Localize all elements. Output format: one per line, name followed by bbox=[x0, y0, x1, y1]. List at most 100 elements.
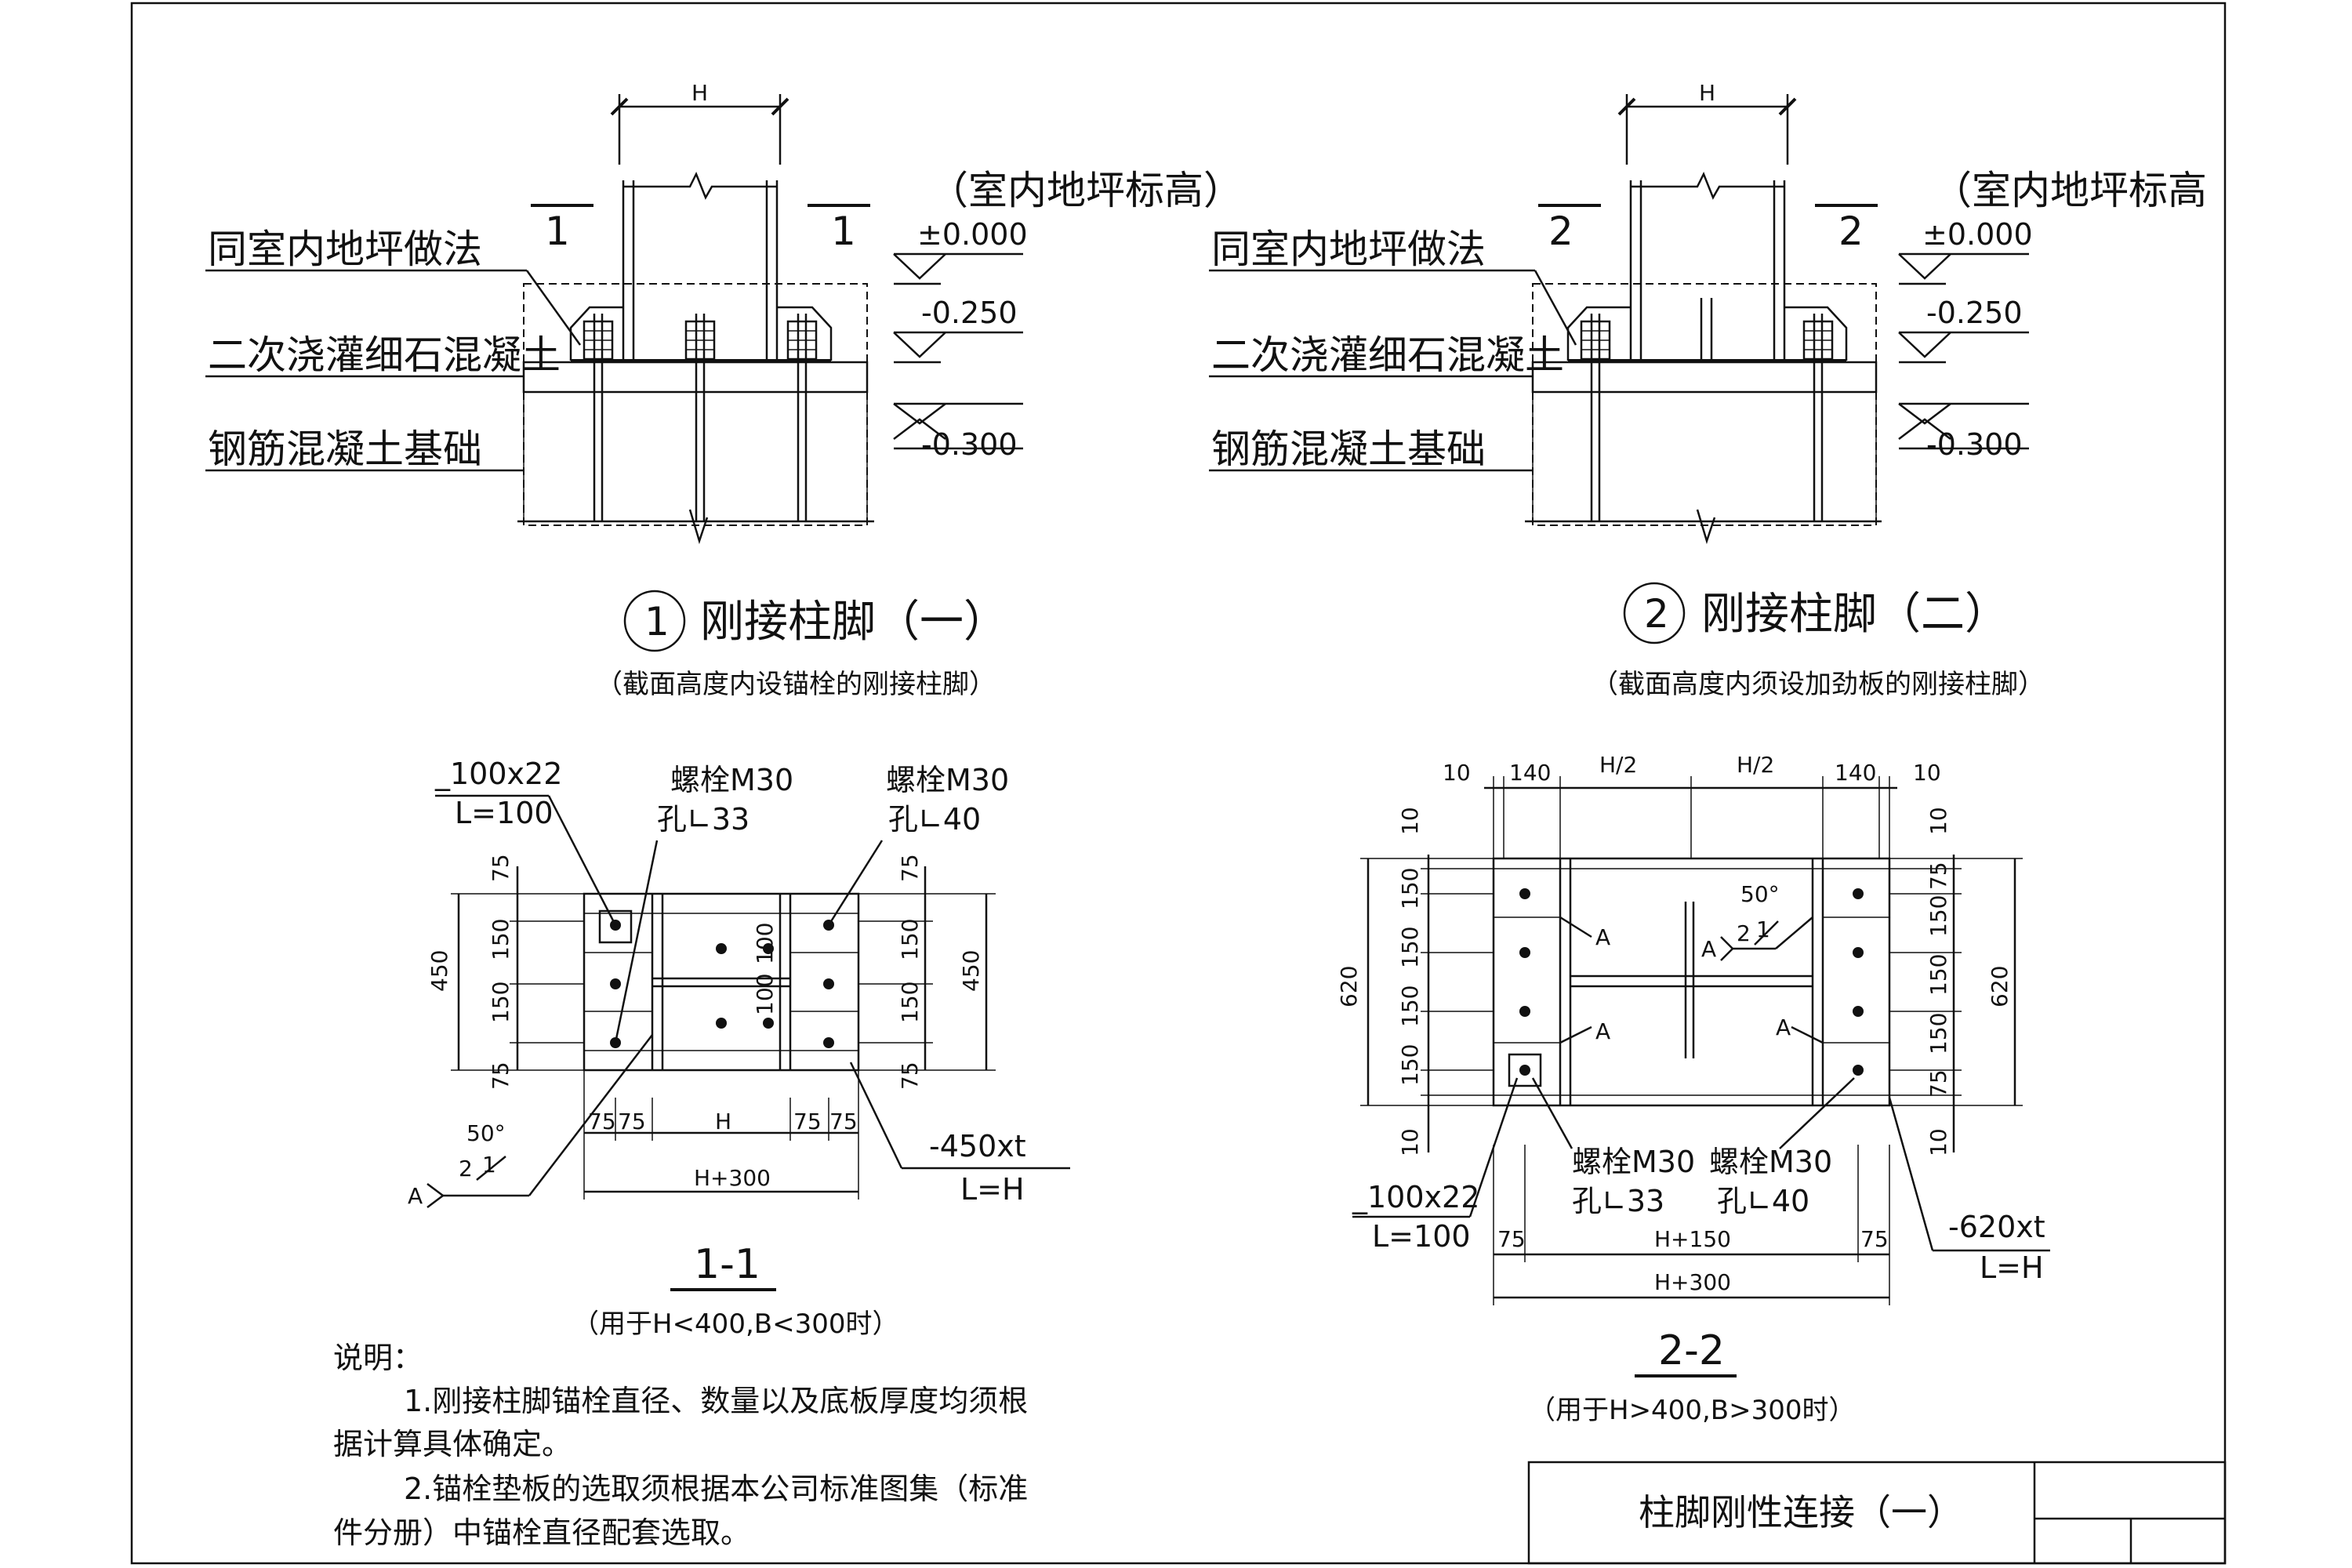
svg-text:1: 1 bbox=[482, 1152, 496, 1178]
svg-text:75: 75 bbox=[897, 854, 923, 882]
plate-length: L=H bbox=[960, 1172, 1025, 1207]
washer-plate bbox=[598, 909, 633, 944]
detail-subtitle: （截面高度内设锚栓的刚接柱脚） bbox=[596, 669, 996, 700]
svg-text:75: 75 bbox=[1860, 1226, 1889, 1252]
anchor-bolt-center bbox=[684, 314, 716, 521]
bolt-a-label: 螺栓M30 bbox=[1572, 1145, 1695, 1179]
elev-0: ±0.000 bbox=[1922, 217, 2033, 252]
title-block: 柱脚刚性连接（一） bbox=[1527, 1461, 2227, 1565]
svg-text:150: 150 bbox=[488, 982, 514, 1023]
dim-h: H bbox=[1699, 80, 1715, 106]
label-grout: 二次浇灌细石混凝土 bbox=[208, 332, 561, 378]
section-1-1-plan: 450 75 150 150 75 75 150 150 75 450 100 … bbox=[408, 757, 1070, 1340]
svg-text:150: 150 bbox=[1397, 927, 1423, 968]
svg-text:150: 150 bbox=[1926, 1013, 1951, 1054]
section-note: （用于H<400,B<300时） bbox=[572, 1308, 898, 1340]
label-foundation: 钢筋混凝土基础 bbox=[1211, 426, 1486, 472]
plate-length: L=H bbox=[1980, 1250, 2044, 1285]
svg-text:A: A bbox=[1776, 1014, 1791, 1040]
label-grout: 二次浇灌细石混凝土 bbox=[1211, 332, 1564, 378]
svg-text:10: 10 bbox=[1926, 807, 1951, 835]
detail-number-circle bbox=[1623, 582, 1686, 644]
elev-1: -0.250 bbox=[1926, 296, 2023, 330]
svg-text:140: 140 bbox=[1835, 760, 1876, 786]
weld-angle: 50° bbox=[1740, 881, 1780, 907]
svg-text:150: 150 bbox=[1926, 954, 1951, 996]
svg-text:H/2: H/2 bbox=[1737, 752, 1774, 778]
svg-text:75: 75 bbox=[1926, 1069, 1951, 1098]
anchor-bolt-right bbox=[786, 314, 818, 521]
label-floor: 同室内地坪做法 bbox=[208, 227, 482, 272]
svg-text:75: 75 bbox=[618, 1109, 646, 1134]
sheet-border bbox=[130, 2, 2227, 1565]
svg-text:H/2: H/2 bbox=[1599, 752, 1637, 778]
anchor-bolt-right bbox=[1802, 314, 1834, 521]
section-mark-right: 1 bbox=[831, 209, 856, 254]
dim-h: H bbox=[691, 80, 708, 106]
bolt-b-label: 螺栓M30 bbox=[1709, 1145, 1832, 1179]
detail-number: 2 bbox=[1644, 591, 1669, 637]
dim-h300: H+300 bbox=[1654, 1269, 1731, 1295]
notes-heading: 说明： bbox=[333, 1341, 423, 1375]
svg-text:75: 75 bbox=[829, 1109, 858, 1134]
hole-b-label: 孔∟40 bbox=[1717, 1184, 1809, 1218]
svg-text:A: A bbox=[1595, 924, 1610, 950]
dim-h150: H+150 bbox=[1654, 1226, 1731, 1252]
general-notes: 说明： 1.刚接柱脚锚栓直径、数量以及底板厚度均须根 据计算具体确定。 2.锚栓… bbox=[333, 1341, 1028, 1550]
section-2-2-plan: 10 140 H/2 H/2 140 10 620 10 150 150 150… bbox=[1336, 752, 2050, 1426]
bolt-a-label: 螺栓M30 bbox=[670, 763, 793, 797]
svg-text:75: 75 bbox=[488, 1062, 514, 1090]
section-title: 1-1 bbox=[694, 1241, 760, 1288]
washer-length: L=100 bbox=[455, 796, 554, 830]
svg-text:150: 150 bbox=[897, 982, 923, 1023]
drawing-title: 柱脚刚性连接（一） bbox=[1639, 1491, 1963, 1534]
detail-1-elevation: H 1 1 bbox=[205, 80, 1243, 700]
svg-text:140: 140 bbox=[1509, 760, 1551, 786]
anchor-bolt-left bbox=[583, 314, 614, 521]
elev-note: （室内地坪标高 bbox=[1933, 168, 2207, 213]
svg-text:10: 10 bbox=[1443, 760, 1471, 786]
section-mark-left: 2 bbox=[1548, 209, 1573, 254]
svg-text:A: A bbox=[408, 1183, 423, 1209]
detail-subtitle: （截面高度内须设加劲板的刚接柱脚） bbox=[1592, 669, 2045, 700]
svg-text:75: 75 bbox=[897, 1062, 923, 1090]
note-2-line-2: 件分册）中锚栓直径配套选取。 bbox=[333, 1515, 750, 1550]
svg-text:100: 100 bbox=[752, 974, 778, 1015]
section-title: 2-2 bbox=[1658, 1327, 1725, 1374]
washer-length: L=100 bbox=[1372, 1219, 1471, 1254]
svg-text:75: 75 bbox=[793, 1109, 822, 1134]
elev-note: （室内地坪标高） bbox=[929, 168, 1243, 213]
plate-label: -450xt bbox=[929, 1129, 1026, 1163]
label-foundation: 钢筋混凝土基础 bbox=[208, 426, 482, 472]
hole-a-label: 孔∟33 bbox=[1572, 1184, 1664, 1218]
foundation-hatch bbox=[1532, 391, 1877, 522]
dim-620-right: 620 bbox=[1987, 966, 2013, 1007]
svg-text:75: 75 bbox=[1926, 862, 1951, 890]
svg-text:150: 150 bbox=[1397, 1044, 1423, 1086]
note-2-line-1: 2.锚栓垫板的选取须根据本公司标准图集（标准 bbox=[404, 1472, 1028, 1506]
svg-text:2: 2 bbox=[459, 1156, 473, 1181]
detail-title: 刚接柱脚（二） bbox=[1701, 589, 2009, 640]
svg-text:10: 10 bbox=[1397, 1128, 1423, 1156]
washer-label: _100x22 bbox=[434, 757, 562, 791]
section-note: （用于H>400,B>300时） bbox=[1529, 1395, 1855, 1426]
elev-2: -0.300 bbox=[1926, 427, 2023, 462]
washer-label: _100x22 bbox=[1352, 1180, 1479, 1214]
plate-label: -620xt bbox=[1948, 1210, 2045, 1244]
svg-text:75: 75 bbox=[488, 854, 514, 882]
section-mark-left: 1 bbox=[545, 209, 570, 254]
detail-title: 刚接柱脚（一） bbox=[700, 597, 1007, 648]
svg-text:A: A bbox=[1701, 936, 1716, 962]
grout-layer bbox=[1531, 361, 1878, 394]
section-mark-right: 2 bbox=[1838, 209, 1864, 254]
weld-angle: 50° bbox=[466, 1120, 506, 1146]
svg-text:10: 10 bbox=[1397, 807, 1423, 835]
dim-450-right: 450 bbox=[958, 950, 984, 992]
note-1-line-1: 1.刚接柱脚锚栓直径、数量以及底板厚度均须根 bbox=[404, 1384, 1028, 1418]
svg-text:1: 1 bbox=[1756, 916, 1770, 942]
bolt-b-label: 螺栓M30 bbox=[886, 763, 1009, 797]
svg-text:A: A bbox=[1595, 1018, 1610, 1044]
svg-text:H: H bbox=[715, 1109, 731, 1134]
dim-450-left: 450 bbox=[426, 950, 452, 992]
